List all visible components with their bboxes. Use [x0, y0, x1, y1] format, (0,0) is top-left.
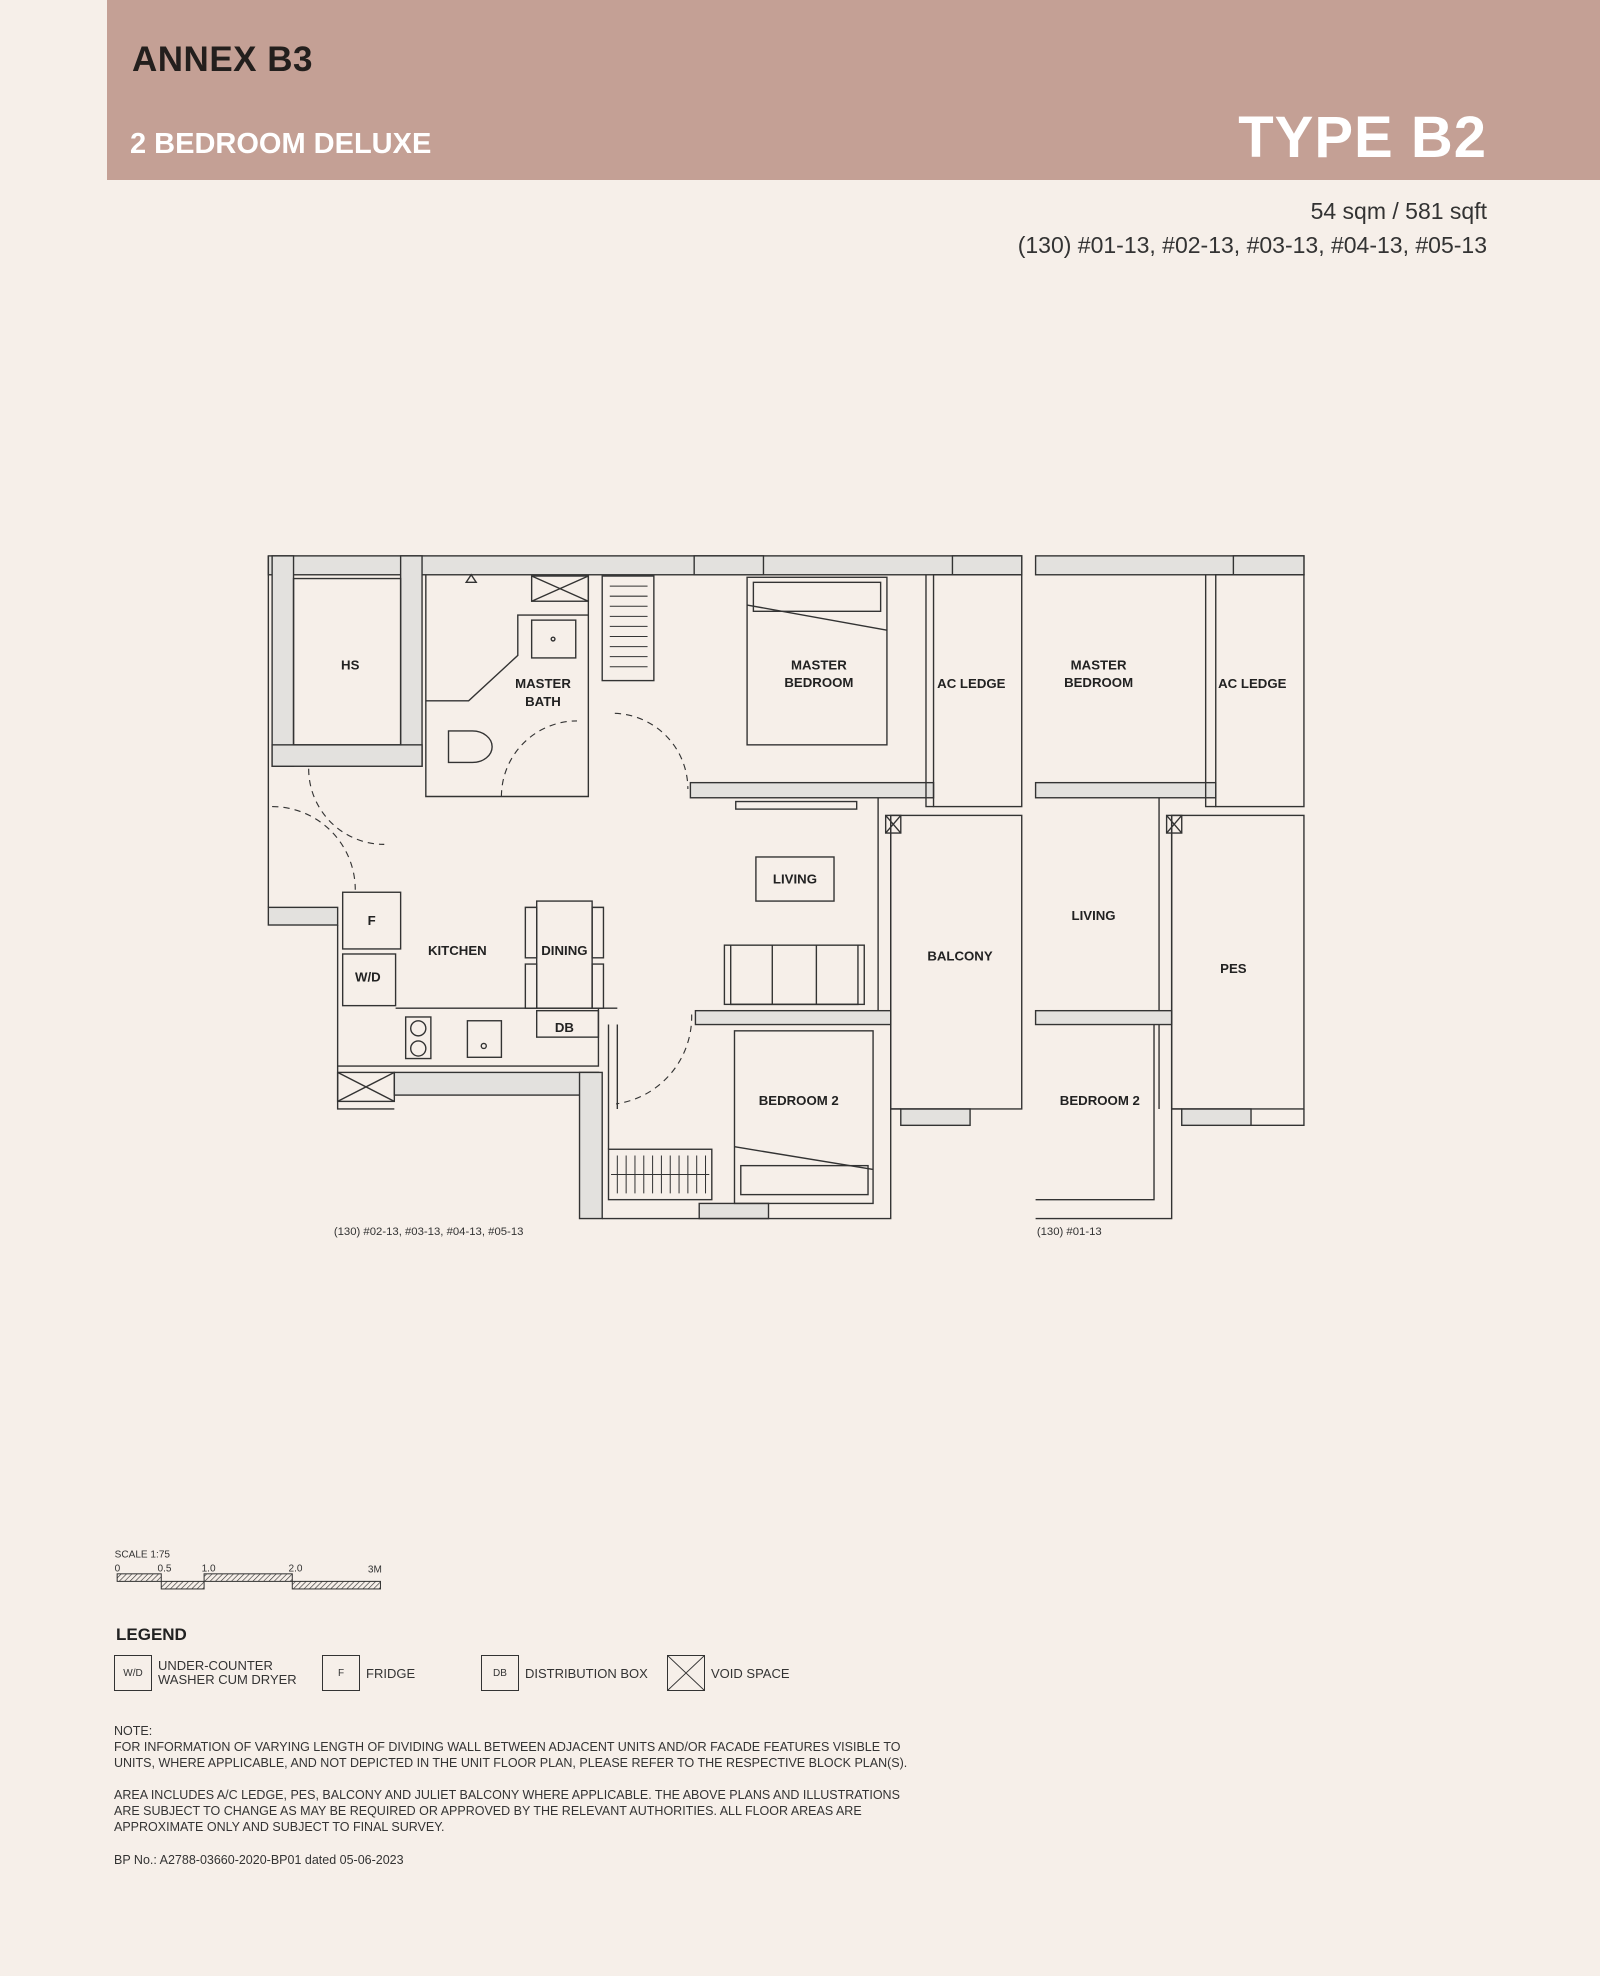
label-master-bedroom-1: MASTER [791, 657, 847, 672]
label-balcony: BALCONY [927, 948, 993, 963]
note-paragraph-2: AREA INCLUDES A/C LEDGE, PES, BALCONY AN… [114, 1788, 900, 1834]
note-heading: NOTE: [114, 1724, 153, 1738]
label-db: DB [555, 1020, 574, 1035]
alt-unit-plan [1034, 555, 1305, 1220]
label-living: LIVING [773, 871, 817, 886]
main-room-labels: HS MASTER BATH MASTER BEDROOM AC LEDGE L… [341, 657, 1006, 1108]
unit-type: TYPE B2 [1238, 105, 1487, 170]
label-master-bath-1: MASTER [515, 676, 571, 691]
alt-label-master-bedroom-1: MASTER [1071, 657, 1127, 672]
label-master-bath-2: BATH [525, 694, 561, 709]
alt-label-living: LIVING [1072, 908, 1116, 923]
scale-tick: 0.5 [157, 1563, 171, 1574]
alt-label-pes: PES [1220, 961, 1247, 976]
annex-title: ANNEX B3 [132, 40, 313, 79]
fridge-icon: F [322, 1655, 360, 1691]
bp-number: BP No.: A2788-03660-2020-BP01 dated 05-0… [114, 1853, 404, 1867]
unit-area: 54 sqm / 581 sqft [1310, 198, 1487, 224]
alt-plan-caption: (130) #01-13 [1037, 1226, 1102, 1238]
scale-tick: 3M [368, 1565, 382, 1576]
note-paragraph-1: FOR INFORMATION OF VARYING LENGTH OF DIV… [114, 1740, 908, 1770]
alt-room-labels: MASTER BEDROOM AC LEDGE LIVING PES BEDRO… [1060, 657, 1287, 1108]
void-space-icon [667, 1655, 705, 1691]
scale-tick: 1.0 [202, 1563, 216, 1574]
legend-label: WASHER CUM DRYER [158, 1672, 297, 1687]
label-washer: W/D [355, 970, 381, 985]
legend-label: VOID SPACE [711, 1665, 790, 1681]
label-ac-ledge: AC LEDGE [937, 676, 1005, 691]
unit-numbers: (130) #01-13, #02-13, #03-13, #04-13, #0… [1017, 232, 1487, 258]
alt-label-master-bedroom-2: BEDROOM [1064, 675, 1133, 690]
scale-bar: SCALE 1:75 0 0.5 1.0 2.0 3M [115, 1549, 382, 1590]
washer-icon: W/D [114, 1655, 152, 1691]
label-kitchen: KITCHEN [428, 943, 487, 958]
legend-item-fridge: F FRIDGE [322, 1655, 415, 1691]
alt-label-bedroom-2: BEDROOM 2 [1060, 1093, 1140, 1108]
scale-tick: 2.0 [289, 1563, 303, 1574]
legend-label: UNDER-COUNTER [158, 1658, 273, 1673]
label-dining: DINING [541, 943, 587, 958]
label-fridge: F [368, 913, 376, 928]
legend-title: LEGEND [116, 1625, 187, 1644]
label-master-bedroom-2: BEDROOM [784, 675, 853, 690]
legend-item-db: DB DISTRIBUTION BOX [481, 1655, 648, 1691]
scale-label: SCALE 1:75 [115, 1549, 171, 1560]
header-band [107, 0, 1600, 180]
label-hs: HS [341, 657, 360, 672]
legend-item-void: VOID SPACE [667, 1655, 790, 1691]
legend-label: DISTRIBUTION BOX [525, 1665, 648, 1681]
label-bedroom-2: BEDROOM 2 [759, 1093, 839, 1108]
alt-label-ac-ledge: AC LEDGE [1218, 676, 1286, 691]
main-plan-caption: (130) #02-13, #03-13, #04-13, #05-13 [334, 1226, 524, 1238]
distribution-box-icon: DB [481, 1655, 519, 1691]
legend-label: FRIDGE [366, 1665, 416, 1681]
unit-name: 2 BEDROOM DELUXE [130, 128, 432, 160]
main-unit-plan [267, 555, 1023, 1220]
scale-tick: 0 [115, 1563, 121, 1574]
